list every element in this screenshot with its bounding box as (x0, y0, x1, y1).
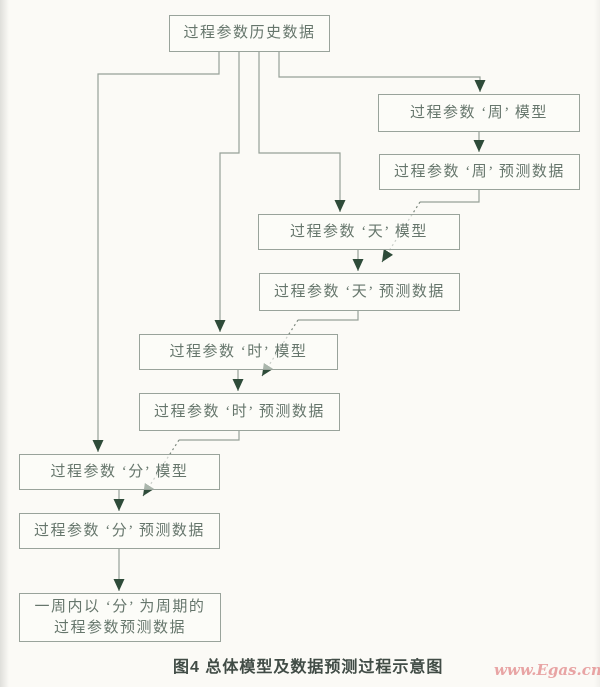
node-day-model: 过程参数 ‘天’ 模型 (258, 214, 460, 250)
node-final-prediction: 一周内以 ‘分’ 为周期的 过程参数预测数据 (19, 593, 221, 642)
node-week-prediction: 过程参数 ‘周’ 预测数据 (379, 154, 580, 190)
node-history-data: 过程参数历史数据 (169, 15, 330, 52)
connector-history-to-week-model (278, 52, 486, 92)
figure-caption: 图4 总体模型及数据预测过程示意图 (173, 659, 444, 676)
node-day-prediction: 过程参数 ‘天’ 预测数据 (259, 273, 460, 311)
node-minute-model: 过程参数 ‘分’ 模型 (19, 454, 220, 490)
site-watermark: www.Egas.cn (494, 661, 600, 679)
node-final-prediction-line1: 一周内以 ‘分’ 为周期的 (34, 599, 206, 616)
node-final-prediction-line2: 过程参数预测数据 (53, 619, 186, 636)
node-minute-model-label: 过程参数 ‘分’ 模型 (50, 463, 189, 480)
node-final-prediction-label: 一周内以 ‘分’ 为周期的 过程参数预测数据 (35, 597, 206, 638)
node-hour-model: 过程参数 ‘时’ 模型 (139, 334, 338, 370)
connector-week-pred-elbow (420, 190, 480, 203)
node-day-prediction-label: 过程参数 ‘天’ 预测数据 (274, 283, 445, 300)
node-hour-model-label: 过程参数 ‘时’ 模型 (169, 343, 308, 360)
node-minute-prediction-label: 过程参数 ‘分’ 预测数据 (34, 522, 205, 539)
node-day-model-label: 过程参数 ‘天’ 模型 (290, 223, 428, 240)
node-hour-prediction-label: 过程参数 ‘时’ 预测数据 (154, 403, 325, 420)
connector-history-to-day-model (258, 52, 346, 212)
node-week-model: 过程参数 ‘周’ 模型 (378, 94, 580, 132)
node-week-prediction-label: 过程参数 ‘周’ 预测数据 (394, 163, 565, 180)
connector-history-to-min-model (92, 52, 220, 452)
connector-day-pred-elbow (298, 311, 359, 321)
connector-hour-pred-elbow (179, 431, 240, 441)
node-week-model-label: 过程参数 ‘周’ 模型 (410, 104, 548, 121)
node-hour-prediction: 过程参数 ‘时’ 预测数据 (139, 393, 340, 431)
node-minute-prediction: 过程参数 ‘分’ 预测数据 (19, 513, 220, 549)
connector-history-to-hour-model (214, 52, 240, 332)
node-history-data-label: 过程参数历史数据 (183, 25, 316, 42)
